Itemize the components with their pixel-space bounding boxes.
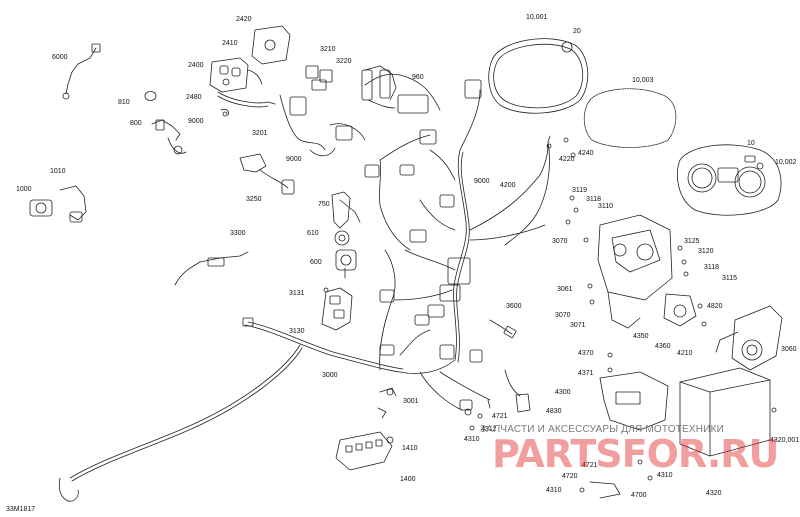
callout-label: 4220 — [559, 156, 575, 163]
callout-label: 600 — [310, 259, 322, 266]
callout-label: 4300 — [555, 389, 571, 396]
callout-label: 1010 — [50, 168, 66, 175]
callout-label: 4820 — [707, 303, 723, 310]
callout-label: 3120 — [698, 248, 714, 255]
battery-compartment — [579, 352, 777, 499]
callout-label: 10,003 — [632, 77, 654, 84]
callout-label: 750 — [318, 201, 330, 208]
callout-label: 4830 — [546, 408, 562, 415]
callout-label: 10,001 — [526, 14, 548, 21]
callout-label: 4360 — [655, 343, 671, 350]
watermark-caption: ЗАПЧАСТИ И АКСЕССУАРЫ ДЛЯ МОТОТЕХНИКИ — [480, 424, 725, 435]
callout-label: 4320 — [706, 490, 722, 497]
center-components — [331, 65, 397, 279]
callout-label: 1400 — [400, 476, 416, 483]
callout-label: 3250 — [246, 196, 262, 203]
callout-label: 4700 — [631, 492, 647, 499]
lower-components — [321, 287, 531, 471]
callout-label: 960 — [412, 74, 424, 81]
callout-label: 10,002 — [775, 159, 797, 166]
callout-label: 4320,001 — [770, 437, 800, 444]
callout-label: 4721 — [492, 413, 508, 420]
callout-label: 4240 — [578, 150, 594, 157]
callout-label: 3131 — [289, 290, 305, 297]
callout-label: 4310 — [657, 472, 673, 479]
callout-label: 3220 — [336, 58, 352, 65]
right-assembly — [583, 214, 783, 371]
callout-label: 4371 — [578, 370, 594, 377]
relay-group — [305, 65, 333, 91]
callout-label: 4310 — [464, 436, 480, 443]
callout-label: 3001 — [403, 398, 419, 405]
callout-label: 2420 — [236, 16, 252, 23]
callout-label: 4210 — [677, 350, 693, 357]
callout-label: 610 — [307, 230, 319, 237]
callout-label: 3130 — [289, 328, 305, 335]
callout-label: 3070 — [555, 312, 571, 319]
callout-label: 3061 — [557, 286, 573, 293]
callout-label: 3600 — [506, 303, 522, 310]
callout-label: 3000 — [322, 372, 338, 379]
callout-label: 3125 — [684, 238, 700, 245]
callout-label: 3118 — [704, 264, 720, 271]
handlebar-switch — [209, 25, 291, 108]
callout-label: 4200 — [500, 182, 516, 189]
callout-label: 3070 — [552, 238, 568, 245]
callout-label: 3110 — [598, 203, 614, 210]
instrument-cluster — [488, 38, 782, 216]
callout-label: 4350 — [633, 333, 649, 340]
callout-label: 3060 — [781, 346, 797, 353]
callout-label: 9000 — [188, 118, 204, 125]
secondary-harness — [279, 94, 366, 157]
callout-label: 3118 — [586, 196, 602, 203]
callout-label: 4312 — [481, 426, 497, 433]
main-wiring-harness — [58, 69, 549, 502]
callout-label: 3210 — [320, 46, 336, 53]
callout-label: 3119 — [572, 187, 588, 194]
callout-label: 2410 — [222, 40, 238, 47]
callout-label: 3071 — [570, 322, 586, 329]
callout-label: 810 — [118, 99, 130, 106]
callout-label: 4720 — [562, 473, 578, 480]
callout-label: 2480 — [186, 94, 202, 101]
watermark-logo: PARTSFOR.RU — [492, 432, 779, 476]
callout-label: 1410 — [402, 445, 418, 452]
callout-label: 4370 — [578, 350, 594, 357]
left-components — [29, 43, 295, 286]
callout-label: 4310 — [546, 487, 562, 494]
callout-label: 1000 — [16, 186, 32, 193]
callout-label: 6000 — [52, 54, 68, 61]
callout-label: 800 — [130, 120, 142, 127]
callout-label: 10 — [747, 140, 755, 147]
callout-label: 9000 — [286, 156, 302, 163]
callout-label: 20 — [573, 28, 581, 35]
callout-label: 4721 — [582, 462, 598, 469]
callout-label: 3300 — [230, 230, 246, 237]
figure-id: 33M1817 — [6, 506, 36, 513]
callout-label: 3201 — [252, 130, 268, 137]
callout-label: 3115 — [722, 275, 738, 282]
right-cable — [504, 135, 579, 246]
callout-label: 2400 — [188, 62, 204, 69]
callout-label: 9000 — [474, 178, 490, 185]
